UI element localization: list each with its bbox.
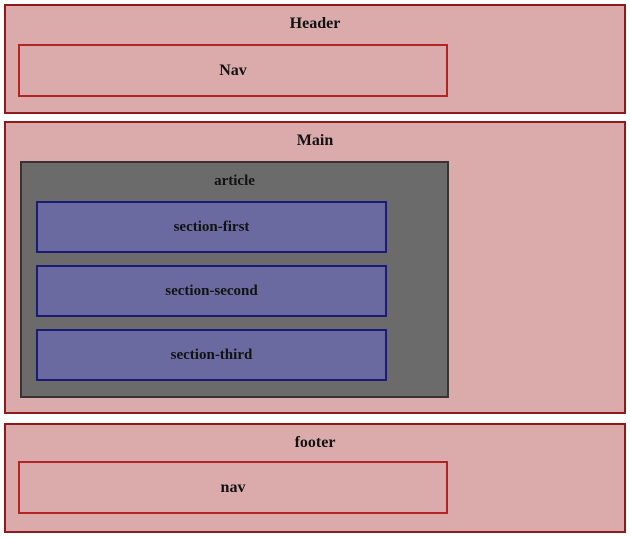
section-first-label: section-first — [173, 218, 250, 235]
article-box: article section-first section-second sec… — [20, 161, 449, 398]
main-label: Main — [296, 132, 334, 149]
section-third-box: section-third — [36, 329, 387, 381]
section-second-label: section-second — [165, 282, 258, 299]
article-label: article — [214, 173, 255, 189]
header-nav-box: Nav — [18, 44, 448, 97]
header-nav-label: Nav — [219, 61, 247, 79]
footer-label: footer — [294, 434, 336, 451]
section-third-label: section-third — [170, 346, 253, 363]
section-first-box: section-first — [36, 201, 387, 253]
main-box: Main article section-first section-secon… — [4, 121, 626, 414]
header-box: Header Nav — [4, 4, 626, 114]
footer-nav-box: nav — [18, 461, 448, 514]
footer-box: footer nav — [4, 423, 626, 533]
section-second-box: section-second — [36, 265, 387, 317]
header-label: Header — [289, 15, 341, 32]
footer-nav-label: nav — [220, 478, 246, 496]
